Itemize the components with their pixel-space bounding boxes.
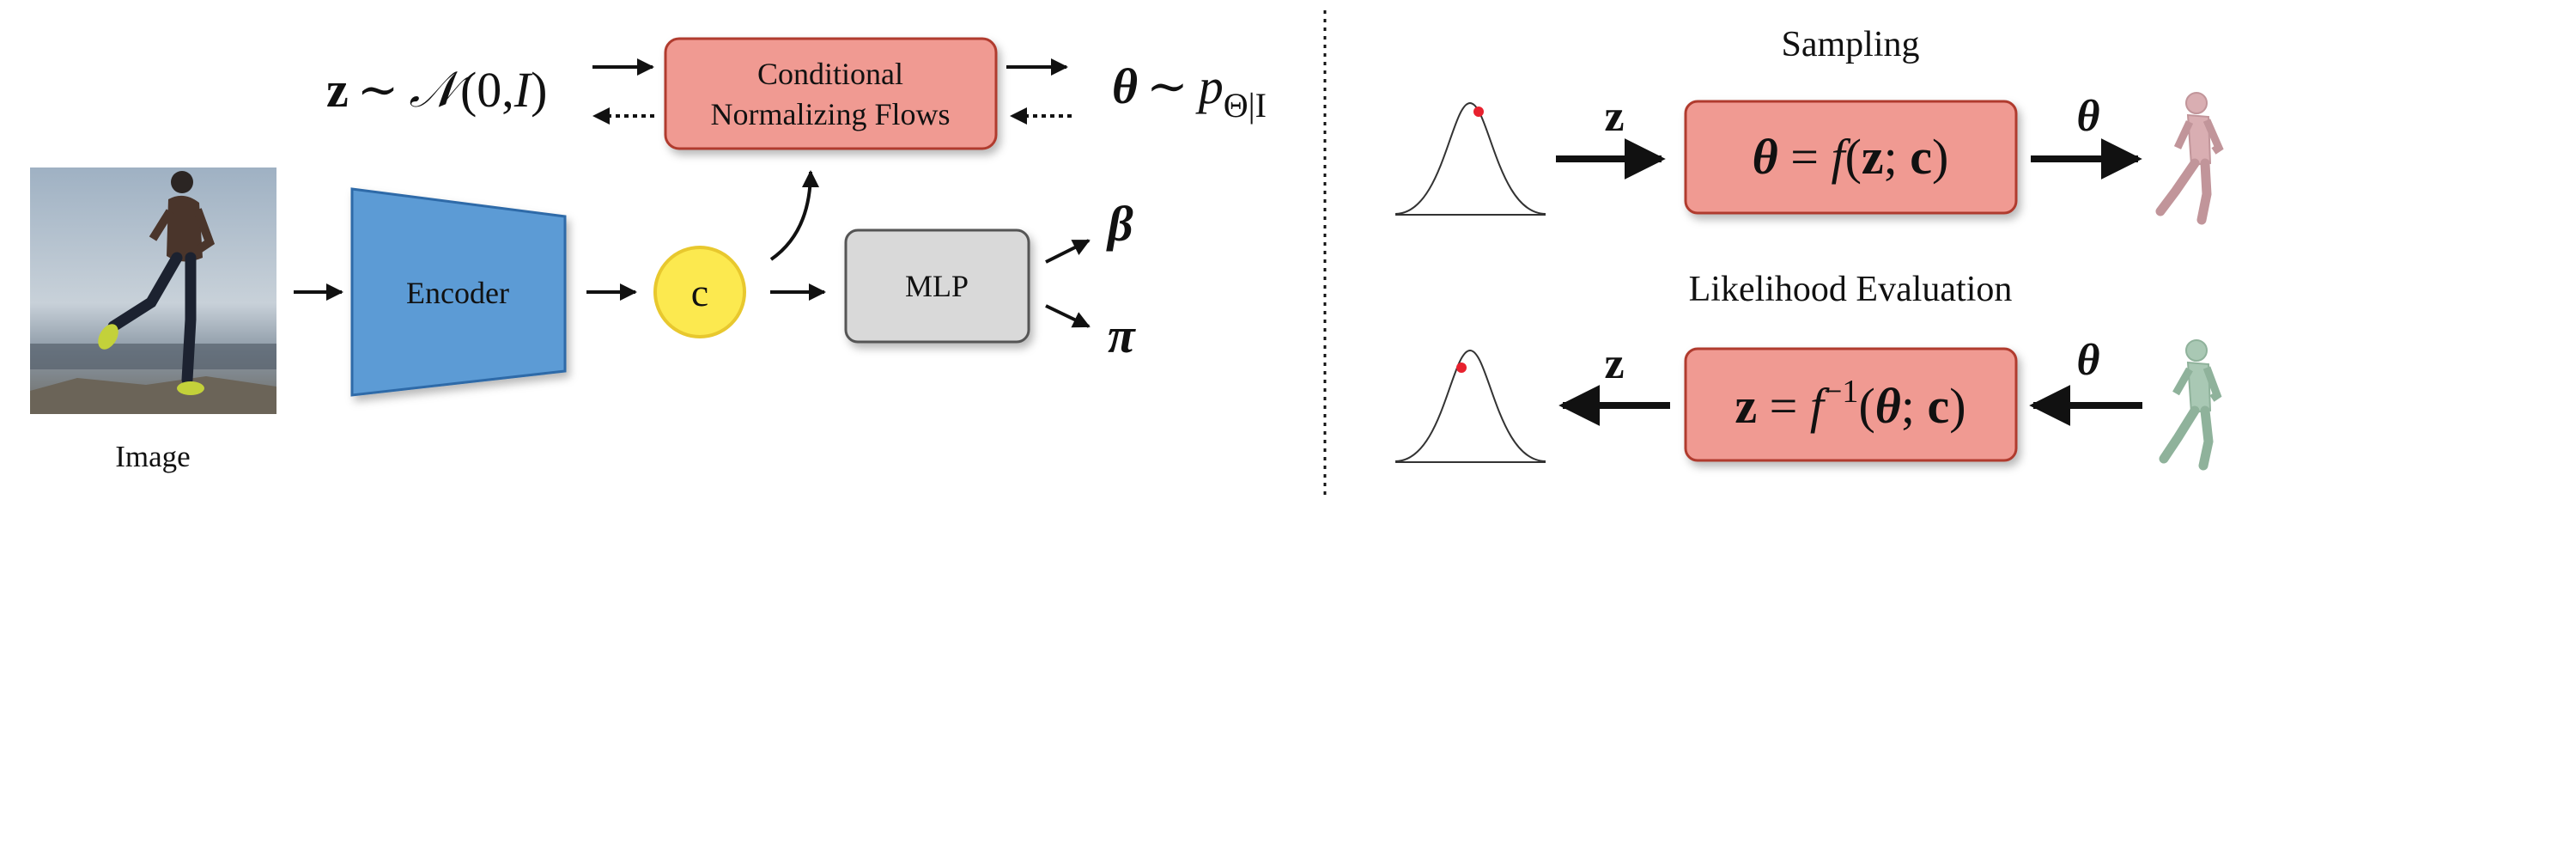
sampling-gaussian [1394,101,1546,216]
encoder-block [350,187,567,397]
beta-symbol: β [1106,196,1133,252]
likelihood-out-symbol: z [1604,339,1624,388]
arrow-mlp-pi [1045,304,1091,328]
sampling-in-symbol: z [1604,92,1624,141]
likelihood-title: Likelihood Evaluation [1689,270,2013,309]
likelihood-in-symbol: θ [2077,336,2100,385]
likelihood-function-box [1684,347,2018,462]
flows-label-line2: Normalizing Flows [711,97,951,131]
sampling-title: Sampling [1781,25,1919,64]
input-image [30,168,276,414]
sample-marker-dot [1473,107,1484,117]
arrow-mlp-beta [1045,239,1091,264]
flows-label-line1: Conditional [757,57,903,91]
sampling-equation: θ = f(z; c) [1753,129,1949,185]
mlp-label: MLP [905,269,969,303]
arrow-c-flows [769,170,819,261]
image-label: Image [115,440,190,473]
evaluated-body-figure [2159,339,2222,471]
flows-block [664,37,998,150]
sampled-body-figure [2155,92,2224,225]
prior-formula: z∼𝒩(0,I) [326,62,547,118]
encoder-label: Encoder [406,276,509,310]
mlp-block [844,228,1030,344]
likelihood-gaussian [1394,349,1546,463]
condition-node [653,246,746,338]
condition-symbol: c [691,271,708,314]
posterior-formula: θ∼pΘ|I [1112,58,1267,125]
sampling-function-box [1684,100,2018,215]
likelihood-marker-dot [1456,362,1467,373]
sampling-out-symbol: θ [2077,92,2100,141]
pi-symbol: π [1108,308,1136,363]
